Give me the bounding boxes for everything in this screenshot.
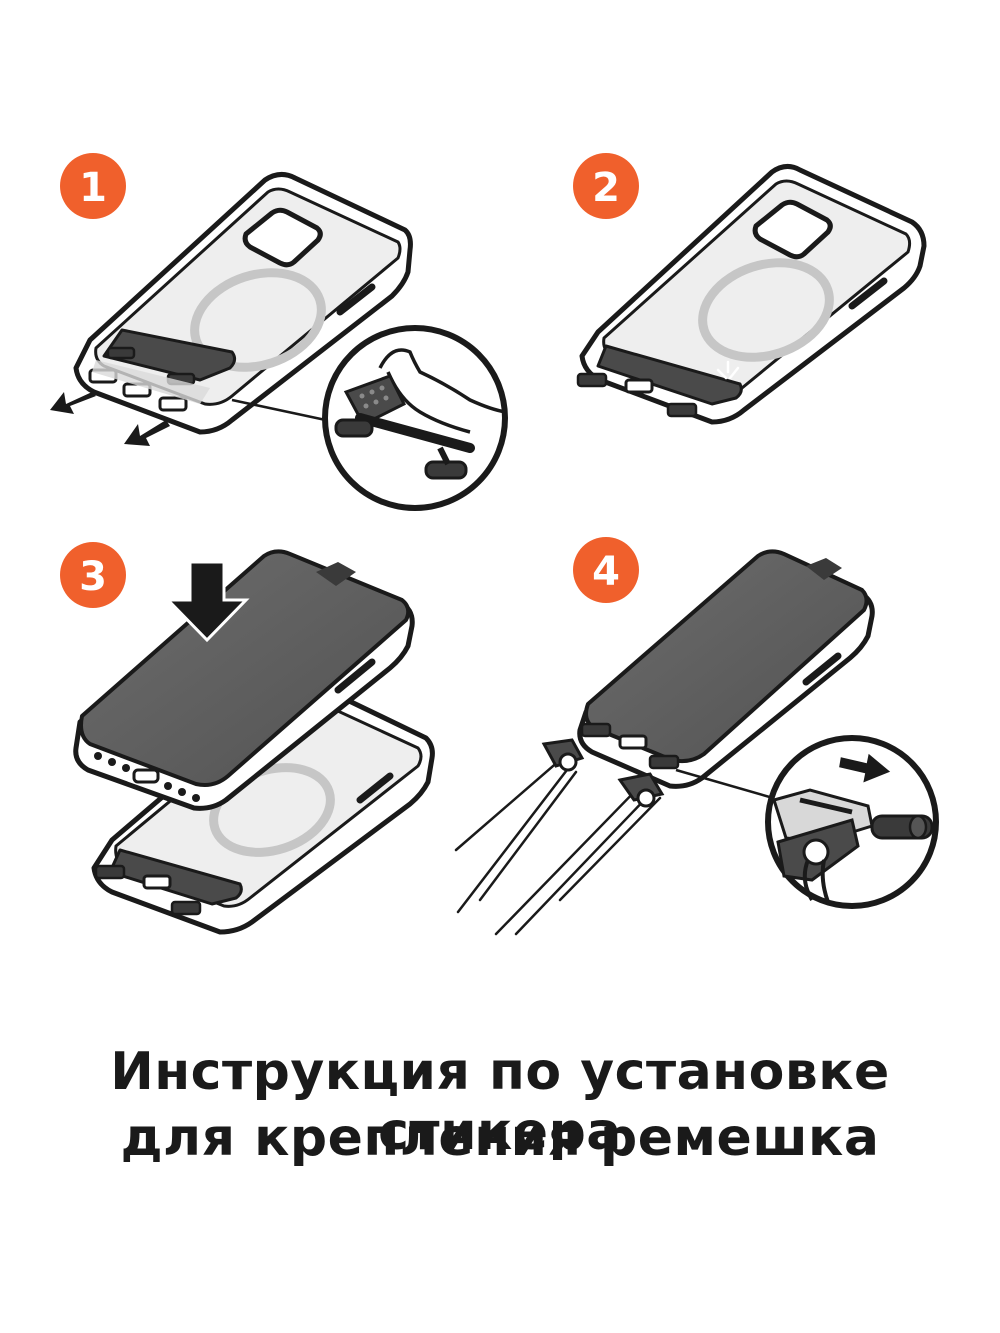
step-1-case — [73, 172, 413, 435]
step-4-phone — [577, 549, 875, 789]
svg-text:4: 4 — [592, 549, 620, 595]
step-3-case — [91, 680, 435, 935]
arrow-down-icon — [164, 560, 250, 643]
step-4: 4 — [454, 537, 939, 936]
step-3: 3 — [60, 542, 435, 935]
step-2-badge: 2 — [573, 153, 639, 219]
caption-line-2: для крепления ремешка — [120, 1108, 880, 1168]
svg-text:3: 3 — [79, 554, 107, 600]
strap-clips — [541, 738, 665, 808]
step-3-phone — [73, 549, 415, 811]
zoom-pointer-line — [231, 398, 336, 424]
step-3-badge: 3 — [60, 542, 126, 608]
zoom-detail-circle-2 — [765, 735, 939, 909]
zoom-detail-circle — [322, 325, 508, 511]
step-1: 1 — [50, 153, 508, 511]
svg-text:2: 2 — [592, 165, 620, 211]
arrow-left-down-icon — [50, 392, 170, 446]
step-4-badge: 4 — [573, 537, 639, 603]
svg-text:1: 1 — [79, 165, 107, 211]
step-2-case — [576, 164, 927, 425]
caption-line-1: Инструкция по установке стикера — [110, 1042, 890, 1162]
arrow-right-icon — [836, 750, 894, 786]
step-2: 2 — [573, 153, 927, 425]
step-4-straps — [454, 758, 662, 936]
zoom-pointer-line-2 — [675, 768, 781, 802]
step-1-badge: 1 — [60, 153, 126, 219]
